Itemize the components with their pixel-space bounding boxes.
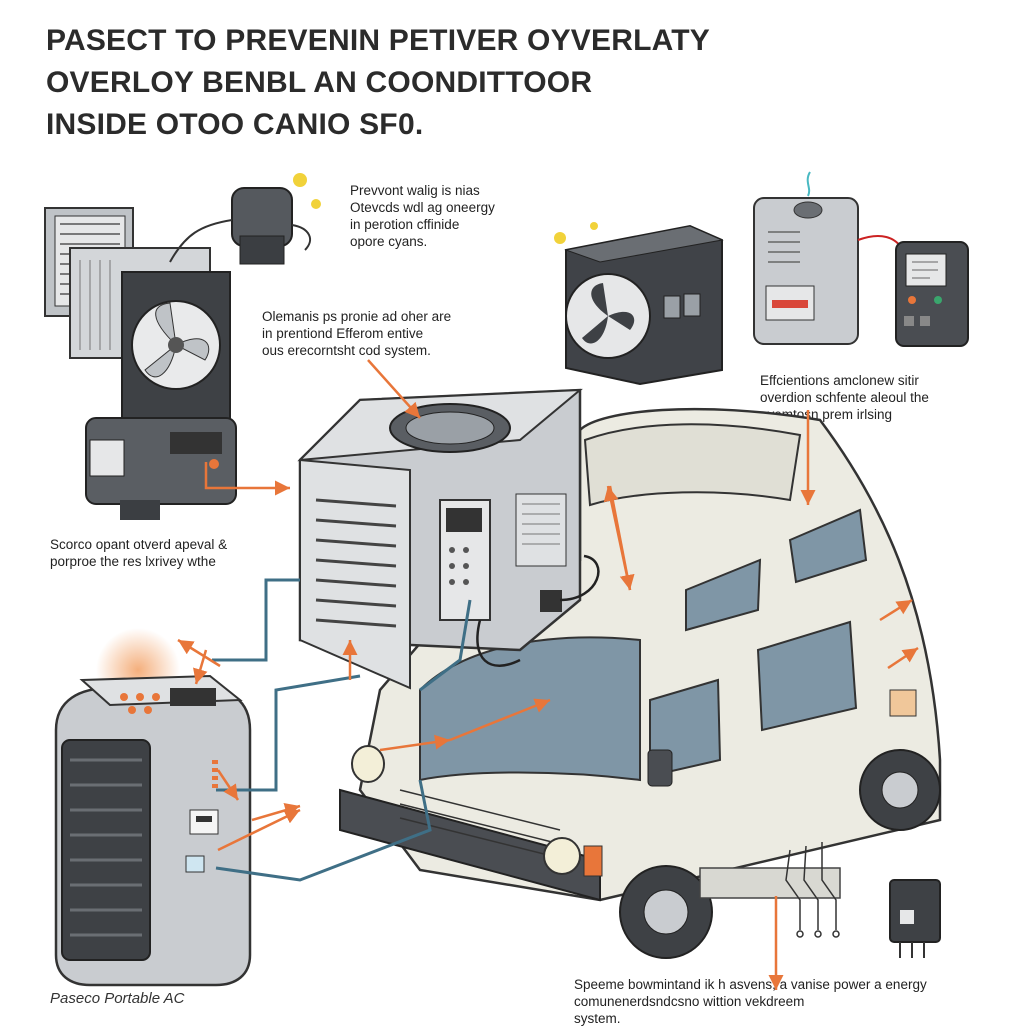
condenser-box-icon — [554, 222, 722, 384]
control-unit-icon — [754, 172, 904, 344]
fan-icon — [122, 272, 230, 422]
monitor-panel-icon — [896, 242, 968, 346]
power-supply-icon — [86, 418, 236, 520]
relay-component-icon — [890, 880, 940, 958]
portable-ac-unit — [56, 628, 250, 985]
spark-icon — [293, 173, 321, 209]
